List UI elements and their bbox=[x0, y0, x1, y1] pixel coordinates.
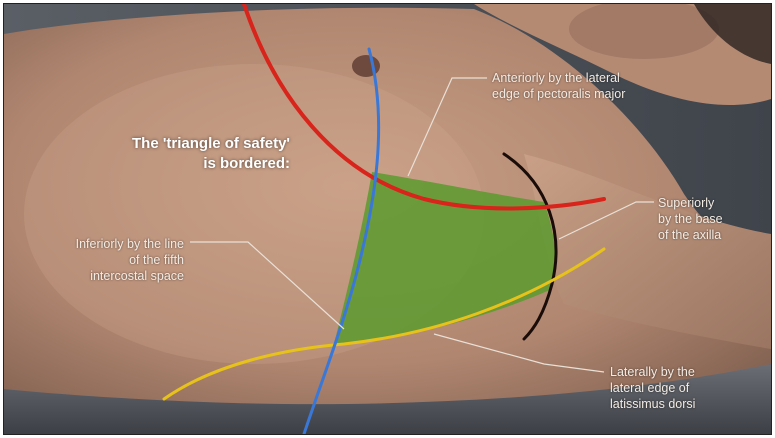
label-lateral: Laterally by the lateral edge of latissi… bbox=[610, 364, 695, 412]
title-line-2: is bordered: bbox=[38, 154, 290, 174]
label-inferior-line-3: intercostal space bbox=[32, 268, 184, 284]
label-inferior: Inferiorly by the line of the fifth inte… bbox=[32, 236, 184, 284]
figure-frame: The 'triangle of safety' is bordered: An… bbox=[3, 3, 772, 435]
title-line-1: The 'triangle of safety' bbox=[38, 134, 290, 154]
label-anterior: Anteriorly by the lateral edge of pector… bbox=[492, 70, 625, 102]
label-superior: Superiorly by the base of the axilla bbox=[658, 195, 723, 243]
label-superior-line-1: Superiorly bbox=[658, 195, 723, 211]
label-superior-line-2: by the base bbox=[658, 211, 723, 227]
label-lateral-line-1: Laterally by the bbox=[610, 364, 695, 380]
label-superior-line-3: of the axilla bbox=[658, 227, 723, 243]
figure-title: The 'triangle of safety' is bordered: bbox=[38, 134, 290, 174]
label-inferior-line-1: Inferiorly by the line bbox=[32, 236, 184, 252]
label-anterior-line-1: Anteriorly by the lateral bbox=[492, 70, 625, 86]
label-lateral-line-3: latissimus dorsi bbox=[610, 396, 695, 412]
label-anterior-line-2: edge of pectoralis major bbox=[492, 86, 625, 102]
label-lateral-line-2: lateral edge of bbox=[610, 380, 695, 396]
label-inferior-line-2: of the fifth bbox=[32, 252, 184, 268]
